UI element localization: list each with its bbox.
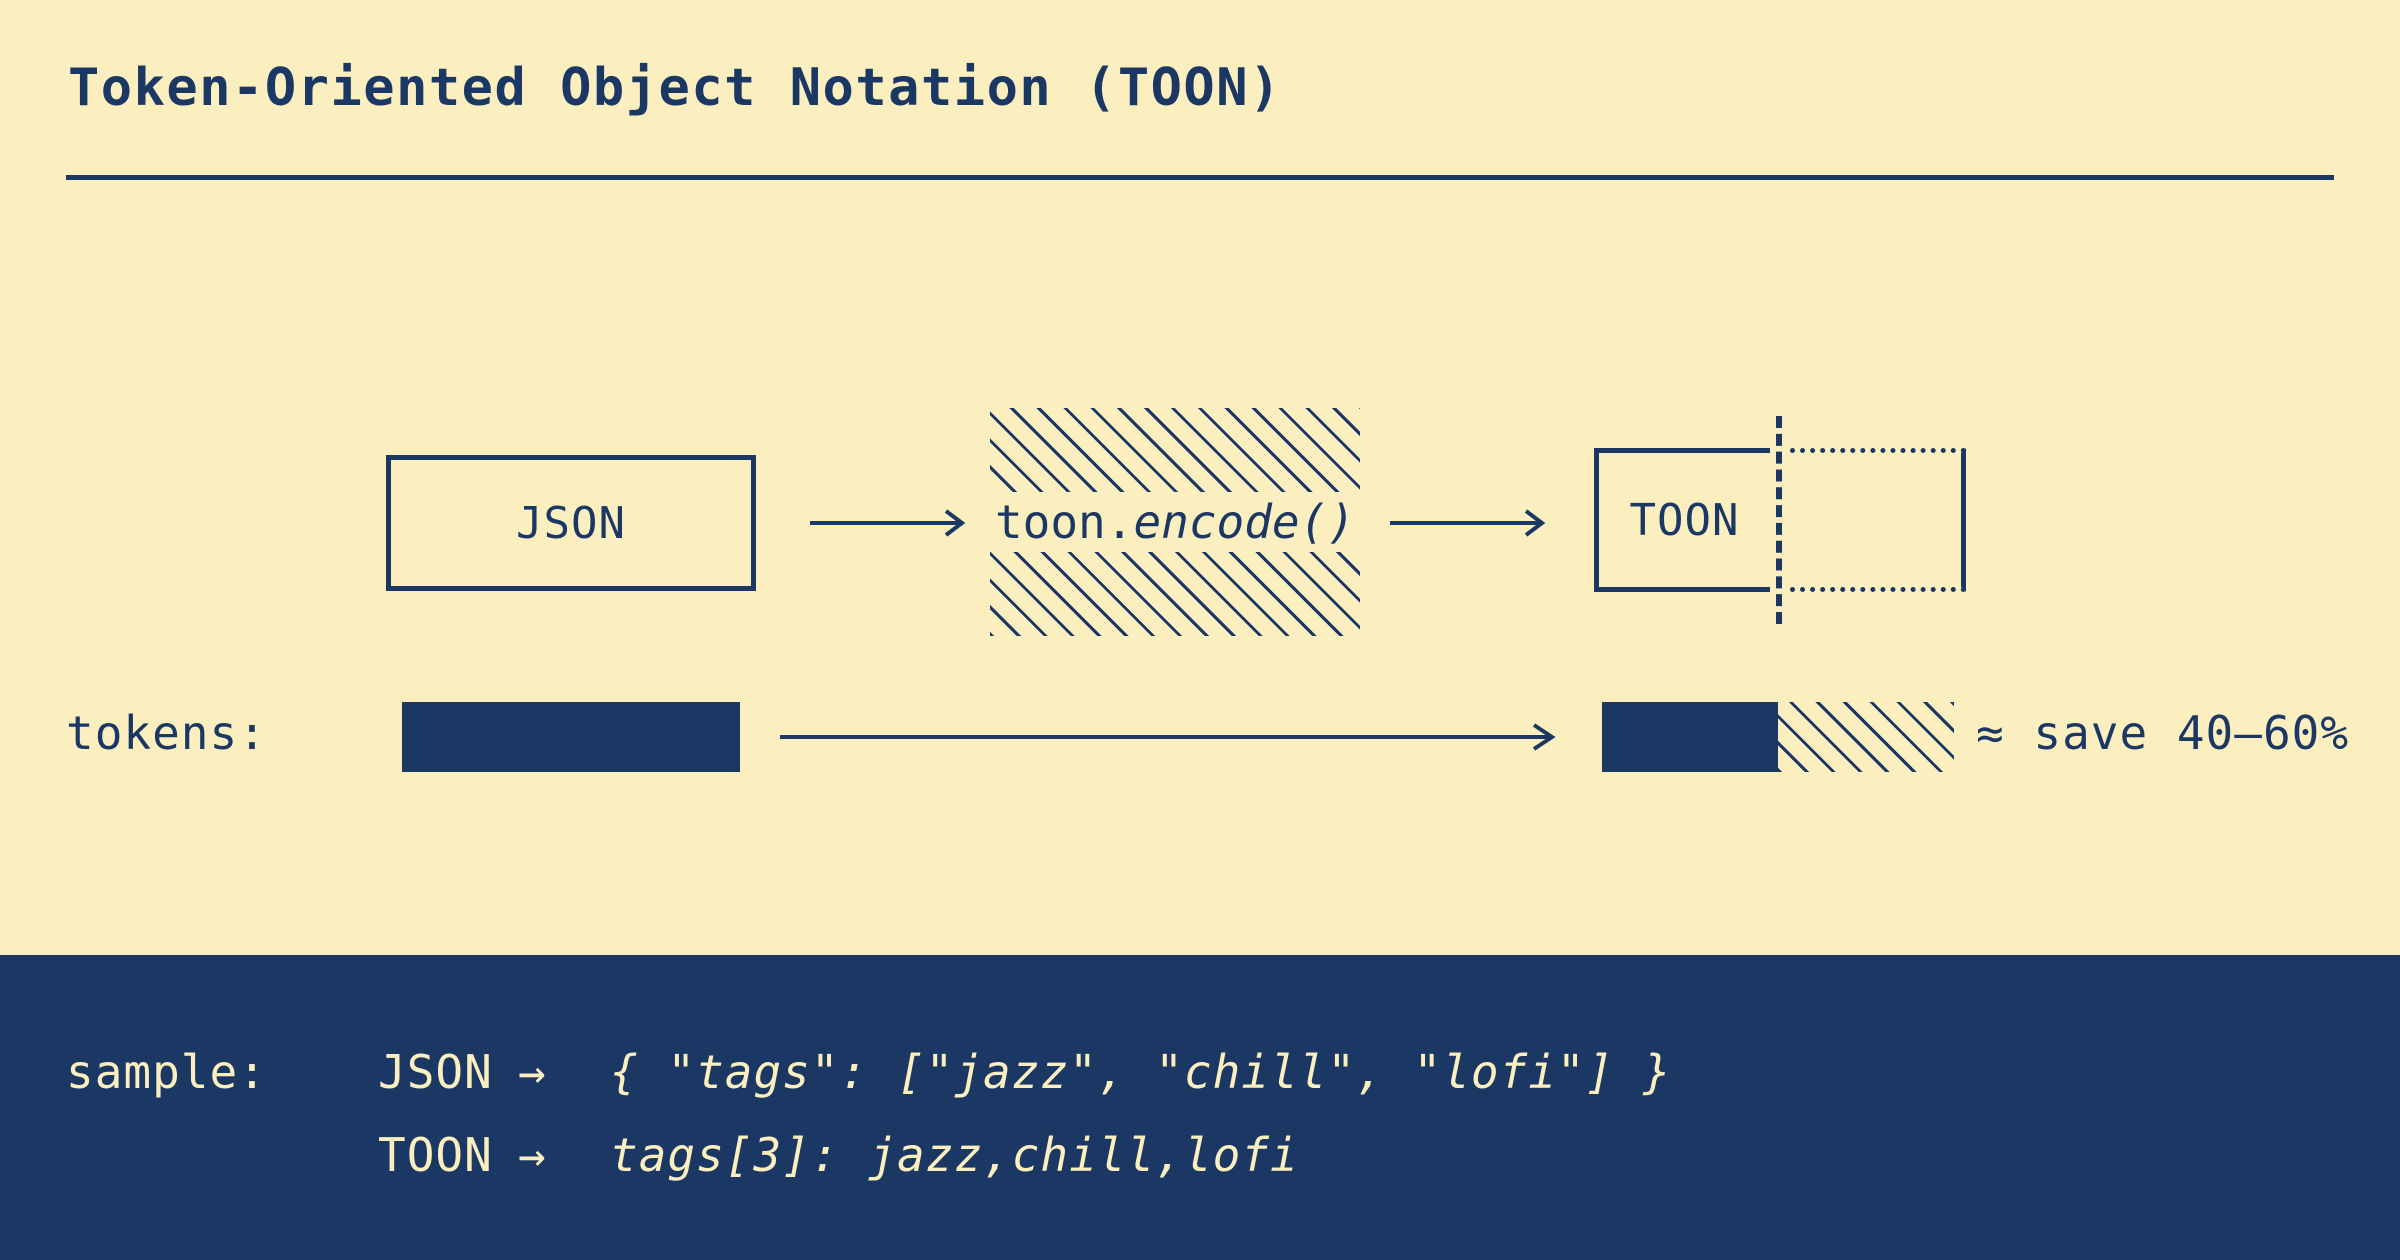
sample-row-json-kind: JSON: [378, 1045, 493, 1099]
sample-row-toon-arrow: →: [518, 1128, 547, 1182]
json-token-bar: [402, 702, 740, 772]
encode-label-function: encode(): [1133, 495, 1356, 549]
sample-label: sample:: [66, 1045, 267, 1099]
hatch-pattern-bottom: [990, 548, 1360, 636]
toon-token-bar-used: [1602, 702, 1778, 772]
json-node: JSON: [386, 455, 756, 591]
toon-node-divider: [1776, 416, 1782, 624]
sample-row-json-arrow: →: [518, 1045, 547, 1099]
sample-row-toon: TOON → tags[3]: jazz,chill,lofi: [378, 1128, 1299, 1182]
tokens-row-label: tokens:: [66, 706, 267, 760]
toon-node-saved-region: [1790, 448, 1966, 592]
sample-row-toon-code: tags[3]: jazz,chill,lofi: [610, 1128, 1299, 1182]
arrow-token-comparison: [780, 723, 1556, 751]
sample-row-json: JSON → { "tags": ["jazz", "chill", "lofi"]…: [378, 1045, 1672, 1099]
toon-token-bar: [1602, 702, 1954, 772]
json-node-label: JSON: [516, 497, 626, 549]
sample-band: [0, 955, 2400, 1260]
encode-node-label: toon.encode(): [990, 492, 1360, 552]
hatch-pattern-top: [990, 408, 1360, 496]
encode-process-node: toon.encode(): [990, 408, 1360, 636]
arrow-json-to-encode: [810, 509, 966, 537]
arrow-encode-to-toon: [1390, 509, 1546, 537]
encode-label-namespace: toon.: [994, 495, 1134, 549]
toon-node: TOON: [1594, 416, 1966, 624]
toon-token-bar-saved: [1778, 702, 1954, 772]
toon-node-used-region: TOON: [1594, 448, 1770, 592]
sample-row-toon-kind: TOON: [378, 1128, 493, 1182]
savings-annotation: ≈ save 40–60%: [1976, 706, 2350, 760]
toon-node-label: TOON: [1629, 494, 1740, 546]
title-divider: [66, 175, 2334, 180]
sample-row-json-code: { "tags": ["jazz", "chill", "lofi"] }: [610, 1045, 1672, 1099]
page-title: Token-Oriented Object Notation (TOON): [68, 58, 1282, 118]
